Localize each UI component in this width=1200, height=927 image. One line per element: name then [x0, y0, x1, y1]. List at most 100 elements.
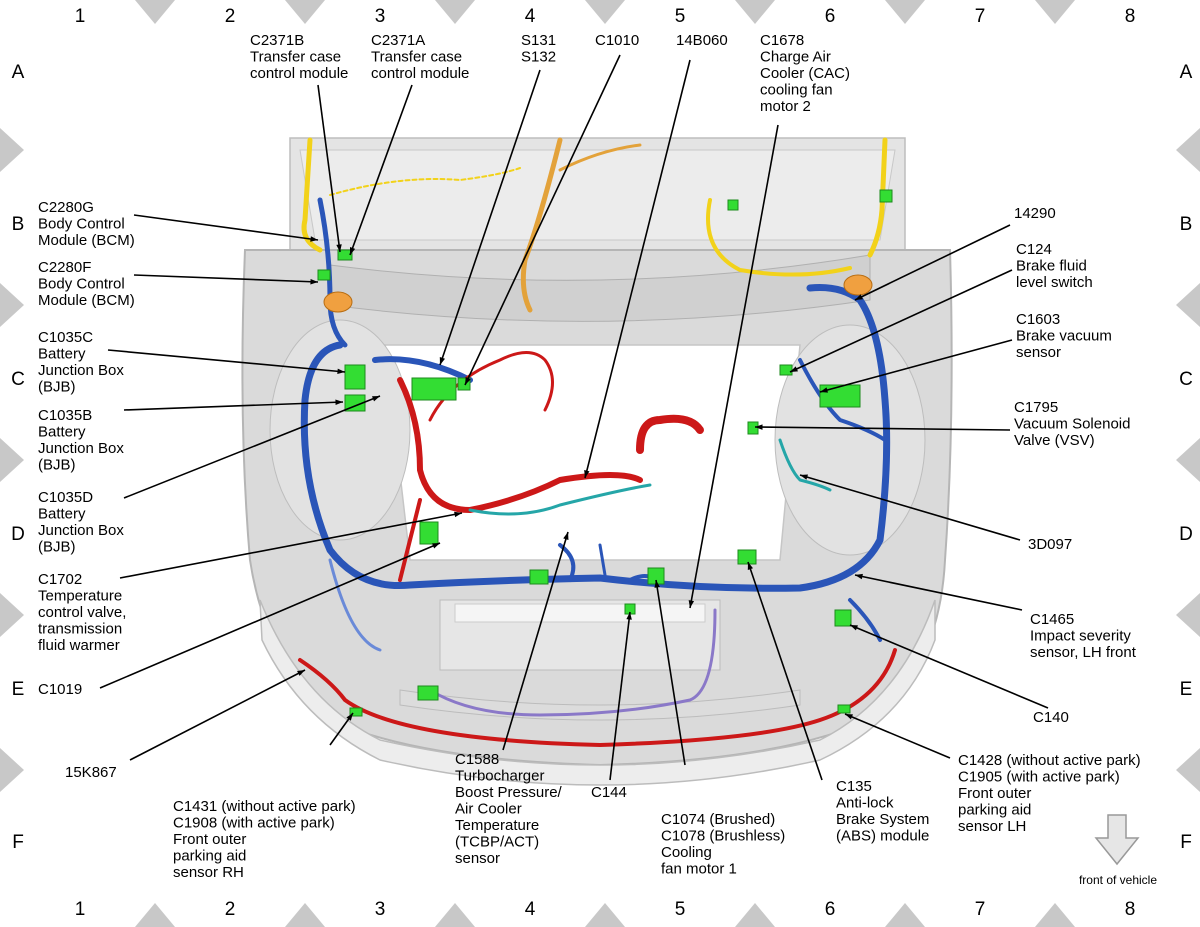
callout-line: Transfer case — [371, 49, 462, 66]
callout-line: Temperature — [455, 817, 539, 834]
callout-line: C1010 — [595, 32, 639, 49]
callout-line: C1035D — [38, 489, 93, 506]
callout-line: C1465 — [1030, 611, 1074, 628]
callout-c1428: C1428 (without active park)C1905 (with a… — [958, 752, 1141, 835]
callout-line: Temperature — [38, 588, 122, 605]
leader-arrowhead — [626, 612, 632, 620]
leader-arrowhead — [563, 532, 569, 540]
grid-marker-bottom — [735, 903, 775, 927]
callout-line: C1908 (with active park) — [173, 815, 335, 832]
leader-line-c144 — [609, 611, 631, 781]
leader-line-c140 — [849, 624, 1049, 709]
callout-line: (ABS) module — [836, 828, 929, 845]
leader-line-c1035d — [123, 395, 381, 499]
grid-marker-top — [735, 0, 775, 24]
leader-arrowhead — [584, 470, 590, 478]
grid-marker-left — [0, 593, 24, 637]
grid-column-label: 4 — [525, 6, 536, 27]
leader-arrowhead — [800, 474, 808, 480]
grid-marker-right — [1176, 128, 1200, 172]
callout-line: C2371A — [371, 32, 425, 49]
callout-line: C124 — [1016, 241, 1052, 258]
callout-line: fluid warmer — [38, 637, 120, 654]
leader-line-k15k867 — [129, 669, 306, 761]
leader-line-c2280f — [133, 274, 319, 283]
callout-line: cooling fan — [760, 82, 833, 99]
callout-line: C2371B — [250, 32, 304, 49]
leader-arrowhead — [337, 368, 345, 375]
callout-line: Air Cooler — [455, 801, 522, 818]
grid-row-label: F — [12, 832, 24, 853]
callout-line: Anti-lock — [836, 795, 894, 812]
callout-line: (BJB) — [38, 379, 76, 396]
callout-line: (TCBP/ACT) — [455, 834, 539, 851]
callout-line: C1678 — [760, 32, 804, 49]
grid-marker-bottom — [135, 903, 175, 927]
engine-bay-illustration — [241, 137, 953, 786]
leader-line-c1465 — [854, 574, 1023, 611]
callout-line: C1905 (with active park) — [958, 769, 1120, 786]
grid-column-label: 1 — [75, 899, 86, 920]
leader-arrowhead — [820, 387, 828, 393]
grid-marker-bottom — [1035, 903, 1075, 927]
grid-marker-top — [885, 0, 925, 24]
callout-line: (BJB) — [38, 457, 76, 474]
callout-line: parking aid — [173, 848, 246, 865]
callout-d3d097: 3D097 — [1028, 536, 1072, 553]
grid-marker-top — [435, 0, 475, 24]
callout-line: 14B060 — [676, 32, 728, 49]
grid-column-label: 7 — [975, 899, 986, 920]
leader-arrowhead — [850, 625, 858, 631]
callout-line: Module (BCM) — [38, 292, 135, 309]
leader-line-c2371b — [317, 84, 341, 253]
leader-arrowhead — [297, 670, 305, 676]
grid-row-label: D — [11, 524, 25, 545]
leader-line-c135 — [747, 561, 823, 781]
leader-arrowhead — [755, 424, 763, 430]
callout-c140: C140 — [1033, 709, 1069, 726]
leader-line-c1588 — [502, 531, 569, 751]
leader-arrowhead — [336, 244, 342, 252]
callout-line: Charge Air — [760, 49, 831, 66]
callout-line: Brake System — [836, 811, 929, 828]
callout-line: Brake fluid — [1016, 258, 1087, 275]
callout-line: Body Control — [38, 276, 125, 293]
connectors — [317, 189, 893, 717]
leader-line-b14b060 — [584, 59, 691, 479]
callout-line: fan motor 1 — [661, 861, 737, 878]
callout-line: C1795 — [1014, 399, 1058, 416]
callout-line: Cooler (CAC) — [760, 65, 850, 82]
grid-row-label: E — [12, 679, 25, 700]
leader-line-s131 — [439, 69, 541, 366]
grid-column-label: 3 — [375, 6, 386, 27]
grid-column-label: 6 — [825, 899, 836, 920]
leader-line-c1603 — [819, 339, 1013, 393]
leader-line-c124 — [789, 269, 1013, 373]
grid-column-label: 5 — [675, 6, 686, 27]
callout-line: 3D097 — [1028, 536, 1072, 553]
leader-line-c1074 — [655, 579, 686, 766]
leader-arrowhead — [845, 714, 853, 720]
callout-line: sensor — [455, 850, 500, 867]
leader-arrowhead — [747, 562, 754, 570]
leader-line-d3d097 — [799, 474, 1021, 541]
leader-line-c2280g — [133, 214, 319, 241]
grommets — [323, 274, 873, 313]
callout-line: 15K867 — [65, 764, 117, 781]
leader-arrowhead — [310, 236, 318, 242]
leader-arrowhead — [790, 366, 798, 372]
callout-line: Vacuum Solenoid — [1014, 416, 1130, 433]
grid-marker-right — [1176, 748, 1200, 792]
grid-column-label: 3 — [375, 899, 386, 920]
grid-column-label: 7 — [975, 6, 986, 27]
